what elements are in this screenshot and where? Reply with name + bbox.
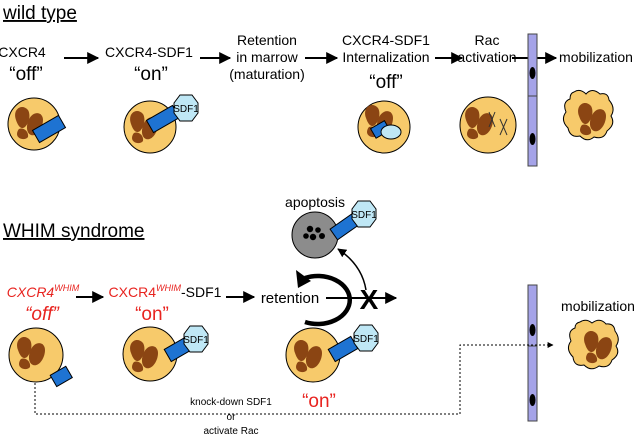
- wt-cell-3: [357, 100, 411, 154]
- wt-stage1-state: “off”: [9, 64, 42, 85]
- wt-cell-1: [7, 97, 67, 151]
- whim-cell-3: SDF1: [285, 324, 379, 383]
- whim-apoptosis-sdf1-label: SDF1: [351, 210, 377, 221]
- wild-type-heading: wild type: [2, 3, 77, 24]
- whim-apoptosis-arrow: [337, 248, 367, 291]
- wt-stage5-label-2: activation: [457, 49, 516, 65]
- whim-mobilized-cell: [567, 319, 619, 370]
- wt-blood-vessel: [527, 33, 538, 167]
- wt-stage6-label: mobilization: [559, 49, 633, 65]
- wt-stage2-state: “on”: [134, 64, 168, 85]
- wt-mobilized-cell: [562, 89, 614, 141]
- whim-stage2-sdf1-label: SDF1: [183, 335, 209, 346]
- wt-stage2-label: CXCR4-SDF1: [105, 44, 193, 60]
- whim-heading: WHIM syndrome: [3, 221, 144, 242]
- whim-stage3-state: “on”: [302, 391, 336, 412]
- wt-stage4-state: “off”: [369, 72, 402, 93]
- wt-internalized-ligand: [380, 124, 402, 140]
- whim-stage1-state: “off”: [25, 304, 60, 325]
- whim-stage3-sdf1: [353, 324, 379, 352]
- wt-stage3-label-1: Retention: [237, 32, 297, 48]
- whim-stage2-state: “on”: [135, 304, 169, 325]
- wt-cell-4: [459, 96, 517, 154]
- whim-cell-1: [8, 327, 73, 388]
- whim-block-mark: X: [360, 284, 379, 315]
- whim-apoptotic-cell: SDF1: [291, 200, 377, 259]
- wt-stage4-label-1: CXCR4-SDF1: [342, 32, 430, 48]
- whim-bypass-label-2: or: [227, 412, 237, 423]
- whim-apoptosis-sdf1: [351, 200, 377, 228]
- whim-bypass-path: [34, 342, 554, 415]
- whim-retention-loop: [296, 270, 352, 327]
- whim-blood-vessel: [527, 284, 538, 422]
- whim-mobilization-label: mobilization: [561, 298, 635, 314]
- whim-cell-2: SDF1: [122, 325, 209, 382]
- whim-receptor-1: [49, 365, 73, 388]
- whim-retention-label: retention: [261, 290, 319, 307]
- wt-cell-2: SDF1: [123, 94, 199, 154]
- whim-stage2-sdf1: [183, 325, 209, 353]
- wt-sdf1-ligand: [173, 94, 199, 122]
- wt-stage1-label: CXCR4: [0, 44, 46, 60]
- whim-bypass-label-1: knock-down SDF1: [190, 397, 272, 408]
- wt-stage3-label-2: in marrow: [236, 49, 298, 65]
- wt-sdf1-label: SDF1: [173, 104, 199, 115]
- whim-apoptosis-label: apoptosis: [285, 194, 345, 210]
- whim-stage3-sdf1-label: SDF1: [353, 334, 379, 345]
- whim-stage1-label: CXCR4WHIM: [7, 283, 80, 300]
- whim-bypass-label-3: activate Rac: [203, 426, 258, 437]
- wt-stage4-label-2: Internalization: [342, 49, 429, 65]
- wt-stage3-label-3: (maturation): [229, 66, 304, 82]
- wt-stage5-label-1: Rac: [475, 32, 500, 48]
- whim-stage2-label: CXCR4WHIM-SDF1: [109, 283, 222, 300]
- wt-rac-fibers: [488, 111, 508, 136]
- wt-receptor-1: [31, 114, 67, 144]
